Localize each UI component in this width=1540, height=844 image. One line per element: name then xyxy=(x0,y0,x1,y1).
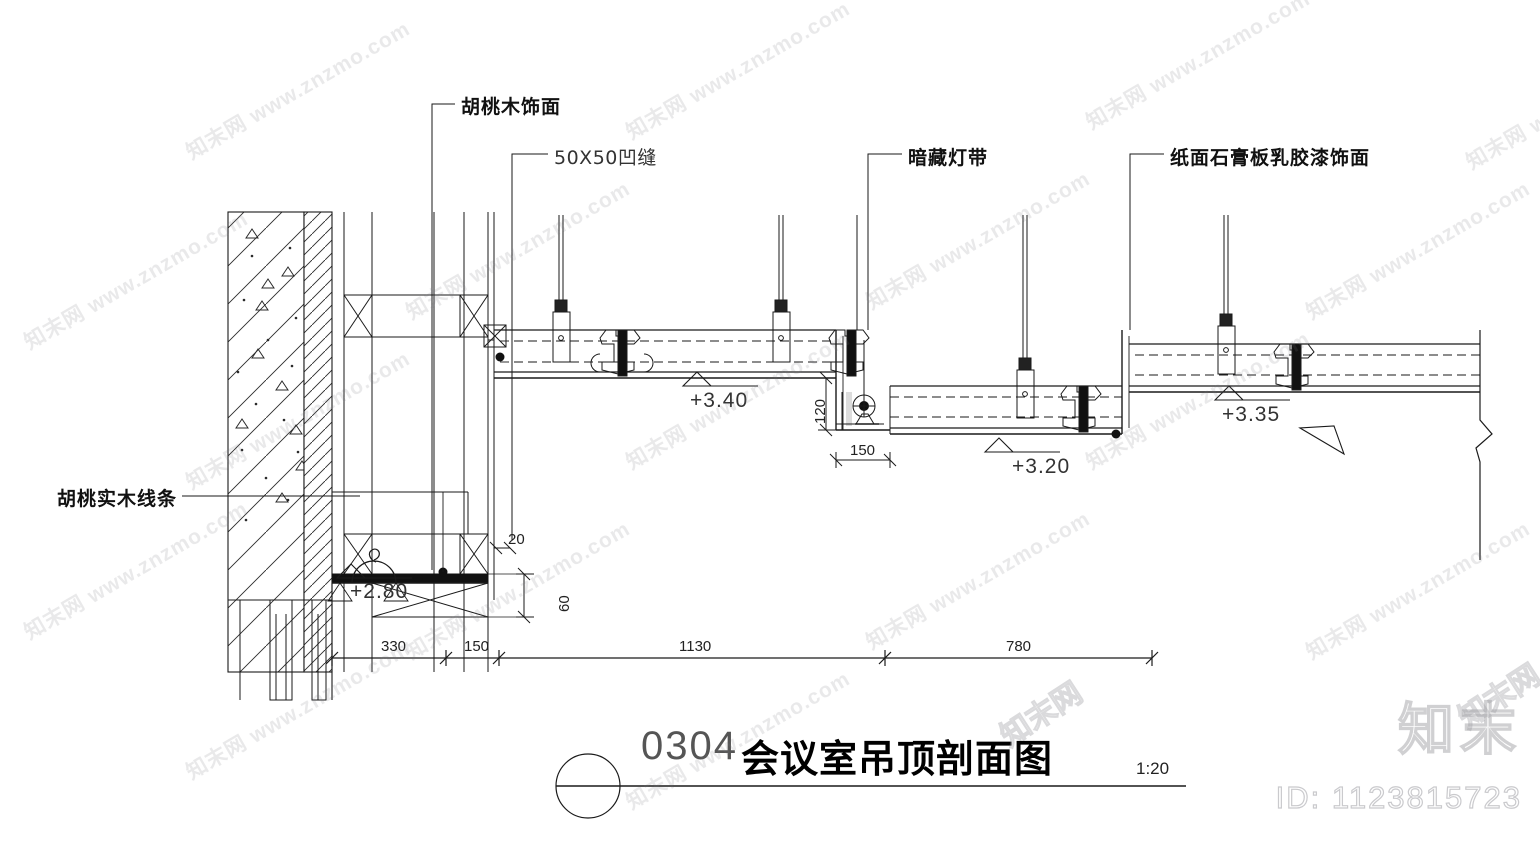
dimension-60: 60 xyxy=(556,595,573,612)
watermark-brand: 知末 xyxy=(1397,697,1522,764)
drawing-number: 0304 xyxy=(641,724,738,768)
annotation-walnut-veneer: 胡桃木饰面 xyxy=(461,96,562,118)
elevation-marker-320: +3.20 xyxy=(1012,455,1071,478)
elevation-marker-280: +2.80 xyxy=(350,580,409,603)
dimension-120: 120 xyxy=(812,398,829,424)
dimension-150: 150 xyxy=(850,442,876,459)
annotation-gypsum-latex-paint: 纸面石膏板乳胶漆饰面 xyxy=(1170,147,1371,169)
drawing-scale: 1:20 xyxy=(1136,759,1170,778)
elevation-marker-335: +3.35 xyxy=(1222,403,1281,426)
annotation-groove-50x50: 50X50凹缝 xyxy=(554,147,657,169)
dimension-chain-150: 150 xyxy=(464,638,490,655)
watermark-id: ID: 1123815723 xyxy=(1275,779,1522,815)
title-block: 0304 会议室吊顶剖面图 1:20 xyxy=(536,724,1216,826)
annotation-walnut-solid-trim: 胡桃实木线条 xyxy=(57,488,178,510)
dimension-chain-330: 330 xyxy=(381,638,407,655)
drawing-title: 会议室吊顶剖面图 xyxy=(741,737,1054,781)
dimension-chain-780: 780 xyxy=(1006,638,1032,655)
elevation-marker-340: +3.40 xyxy=(690,389,749,412)
annotation-concealed-lighting: 暗藏灯带 xyxy=(908,147,989,169)
dimension-20: 20 xyxy=(508,531,525,548)
dimension-chain-1130: 1130 xyxy=(679,638,712,655)
